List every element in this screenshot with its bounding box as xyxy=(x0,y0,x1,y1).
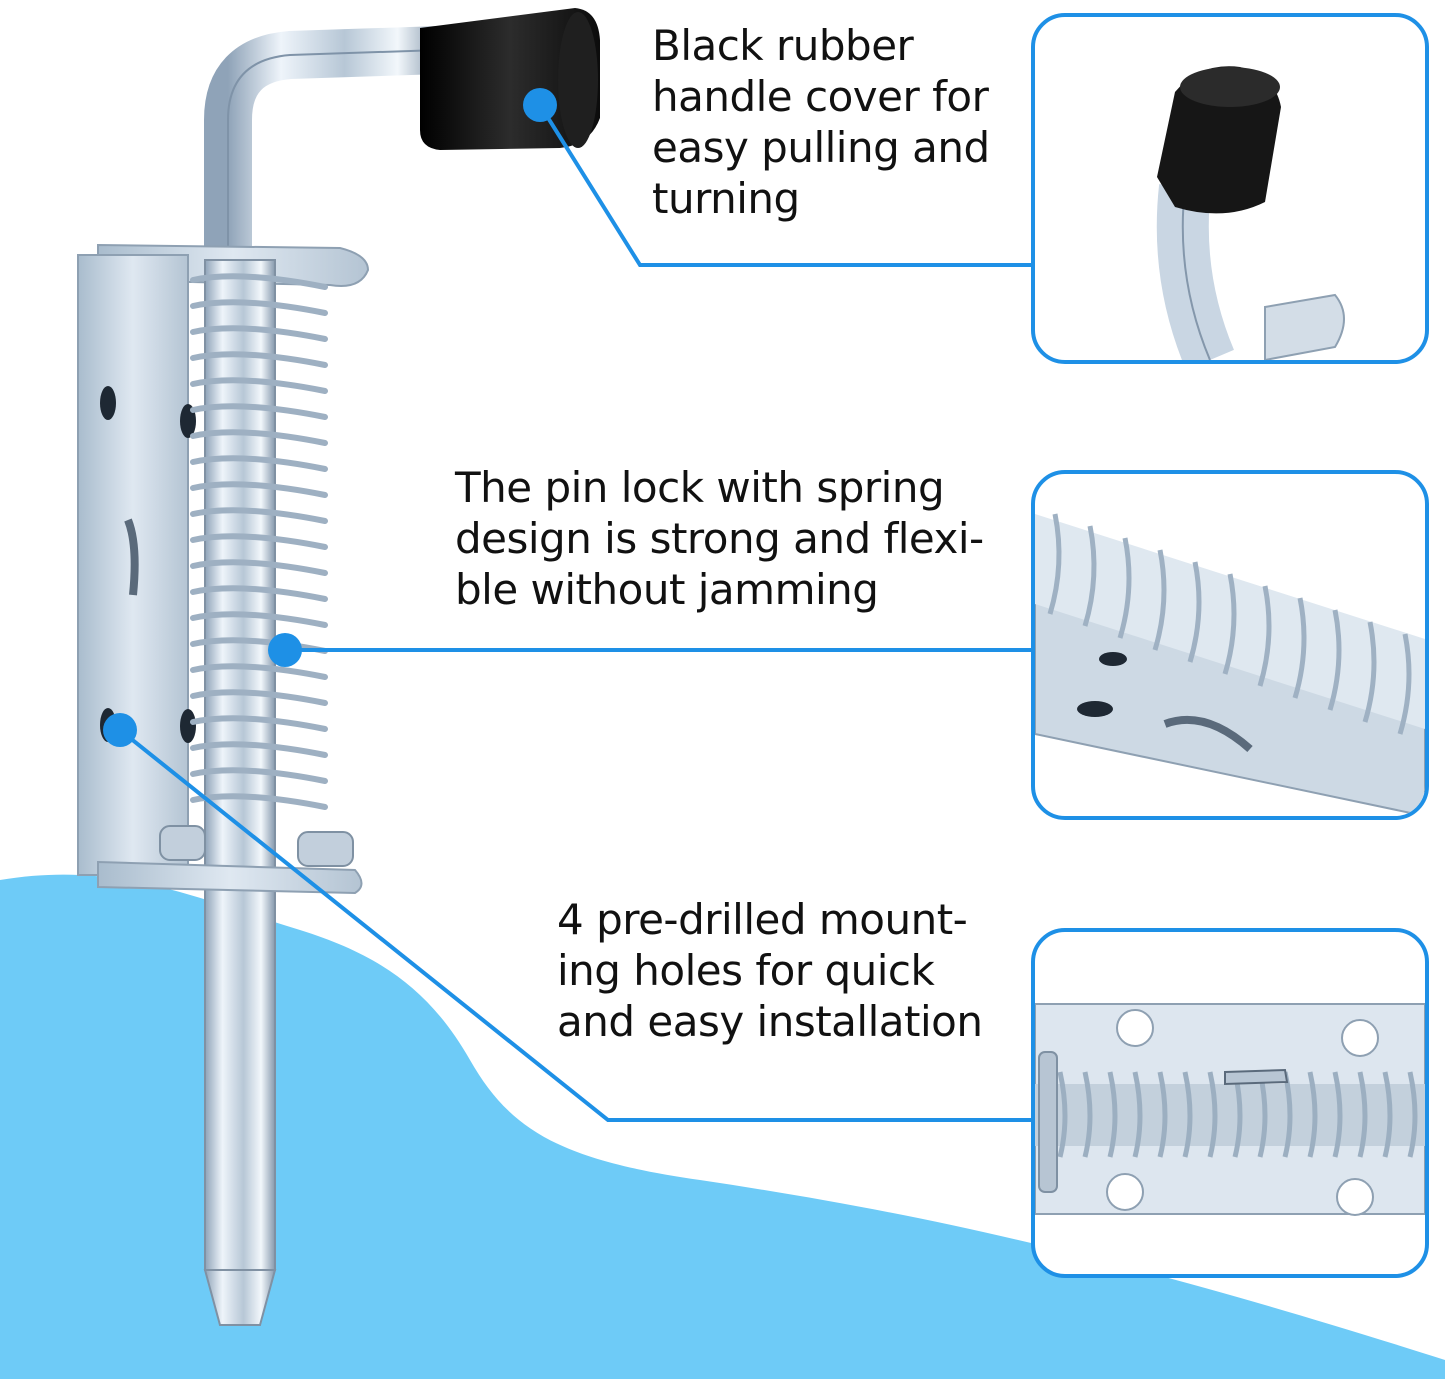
detail-panel-mounting-holes xyxy=(1031,928,1429,1278)
caption-mounting-holes: 4 pre-drilled mount- ing holes for quick… xyxy=(557,894,983,1047)
caption-line: The pin lock with spring xyxy=(455,463,945,512)
callout-dot-3 xyxy=(103,713,137,747)
rubber-handle-closeup xyxy=(1156,66,1345,360)
caption-line: ing holes for quick xyxy=(557,946,935,995)
background-wave xyxy=(0,874,1445,1379)
caption-line: 4 pre-drilled mount- xyxy=(557,895,968,944)
detail-panel-handle xyxy=(1031,13,1429,364)
caption-line: and easy installation xyxy=(557,997,983,1046)
mounting-hole-1 xyxy=(100,386,116,420)
clip-right xyxy=(297,831,354,867)
detail-panel-spring xyxy=(1031,470,1429,820)
latch-pin xyxy=(204,259,276,1271)
caption-rubber-handle: Black rubber handle cover for easy pulli… xyxy=(652,20,990,224)
rubber-handle-cap xyxy=(420,8,600,150)
caption-line: ble without jamming xyxy=(455,565,879,614)
callout-connectors xyxy=(118,103,1031,1122)
caption-line: easy pulling and xyxy=(652,123,990,172)
handle-bend xyxy=(204,26,441,250)
caption-line: design is strong and flexi- xyxy=(455,514,984,563)
mounting-hole-4 xyxy=(180,709,196,743)
callout-dot-1 xyxy=(523,88,557,122)
connector-1 xyxy=(538,103,1031,267)
caption-line: handle cover for xyxy=(652,72,989,121)
spring xyxy=(190,273,328,810)
caption-spring-design: The pin lock with spring design is stron… xyxy=(455,462,984,615)
mounting-holes-closeup xyxy=(1035,1003,1425,1216)
caption-line: turning xyxy=(652,174,800,223)
clip-left xyxy=(159,825,206,861)
spring-closeup xyxy=(1035,513,1425,816)
callout-dot-2 xyxy=(268,633,302,667)
caption-line: Black rubber xyxy=(652,21,914,70)
connector-3 xyxy=(118,728,1031,1122)
